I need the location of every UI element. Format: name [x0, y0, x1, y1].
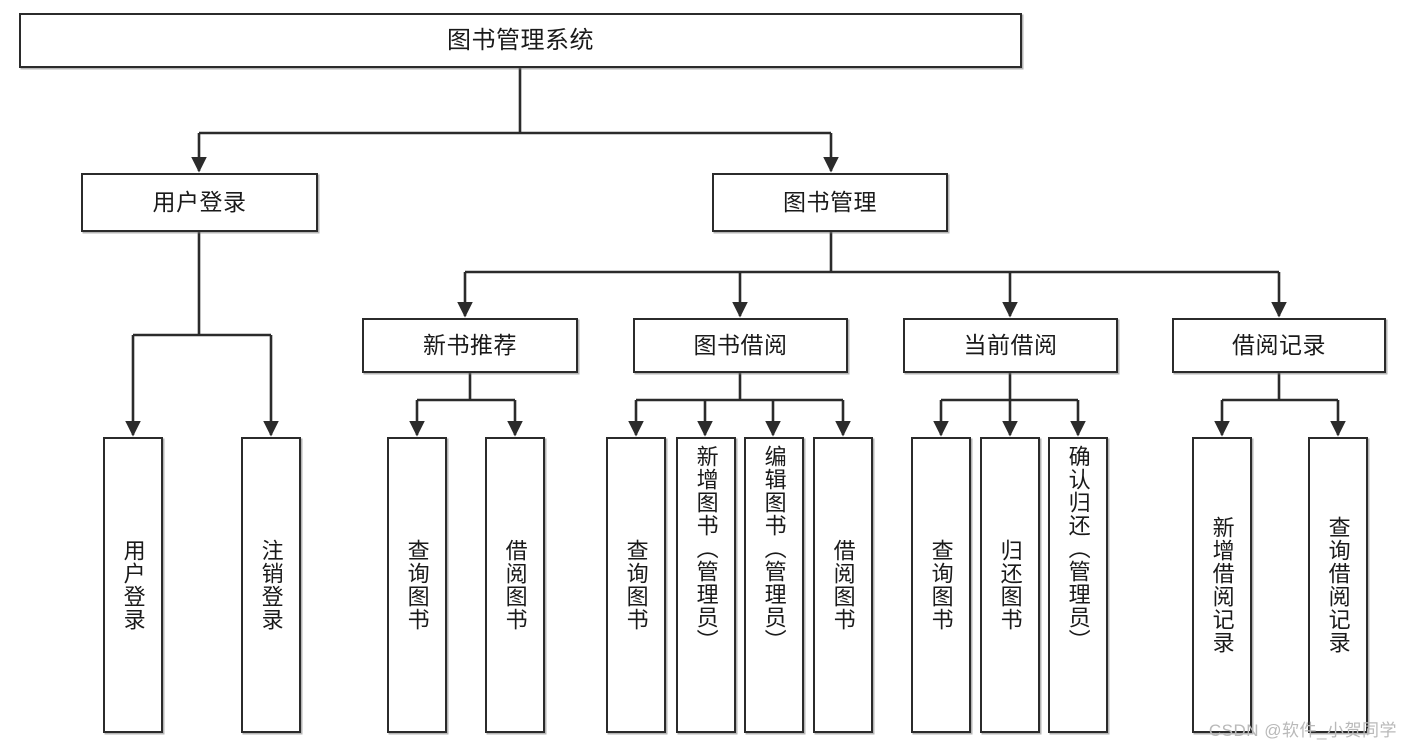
node-user-login[interactable]: 用户登录: [81, 173, 318, 232]
node-label: 注销登录: [258, 539, 284, 631]
node-new-book-recommendation[interactable]: 新书推荐: [362, 318, 578, 373]
node-root-book-management-system[interactable]: 图书管理系统: [19, 13, 1022, 68]
node-label: 确认归还（管理员）: [1065, 445, 1091, 652]
csdn-watermark: CSDN @软件_小贺同学: [1208, 721, 1397, 740]
leaf-borrow-record-add-record[interactable]: 新增借阅记录: [1192, 437, 1252, 733]
node-label: 查询借阅记录: [1325, 516, 1351, 654]
node-label: 借阅记录: [1232, 332, 1326, 359]
node-current-borrowing[interactable]: 当前借阅: [903, 318, 1118, 373]
leaf-current-borrow-query-book[interactable]: 查询图书: [911, 437, 971, 733]
node-label: 查询图书: [928, 539, 954, 631]
leaf-book-borrow-borrow-book[interactable]: 借阅图书: [813, 437, 873, 733]
node-label: 图书管理: [783, 189, 877, 216]
leaf-new-book-query-book[interactable]: 查询图书: [387, 437, 447, 733]
leaf-borrow-record-query-record[interactable]: 查询借阅记录: [1308, 437, 1368, 733]
node-book-management[interactable]: 图书管理: [712, 173, 948, 232]
node-label: 新增借阅记录: [1209, 516, 1235, 654]
leaf-new-book-borrow-book[interactable]: 借阅图书: [485, 437, 545, 733]
node-label: 借阅图书: [830, 539, 856, 631]
node-label: 编辑图书（管理员）: [761, 445, 787, 652]
node-label: 查询图书: [623, 539, 649, 631]
node-label: 用户登录: [152, 189, 247, 216]
leaf-user-login-logout[interactable]: 注销登录: [241, 437, 301, 733]
leaf-book-borrow-edit-book-admin[interactable]: 编辑图书（管理员）: [744, 437, 804, 733]
node-borrowing-records[interactable]: 借阅记录: [1172, 318, 1386, 373]
node-label: 图书管理系统: [447, 26, 594, 54]
node-label: 新增图书（管理员）: [693, 445, 719, 652]
node-label: 当前借阅: [963, 332, 1058, 359]
node-label: 用户登录: [120, 539, 146, 631]
leaf-user-login-login[interactable]: 用户登录: [103, 437, 163, 733]
node-label: 新书推荐: [423, 332, 517, 359]
node-label: 图书借阅: [693, 332, 788, 359]
node-label: 归还图书: [997, 539, 1023, 631]
leaf-book-borrow-add-book-admin[interactable]: 新增图书（管理员）: [676, 437, 736, 733]
node-label: 查询图书: [404, 539, 430, 631]
leaf-current-borrow-confirm-return-admin[interactable]: 确认归还（管理员）: [1048, 437, 1108, 733]
node-book-borrowing[interactable]: 图书借阅: [633, 318, 848, 373]
leaf-book-borrow-query-book[interactable]: 查询图书: [606, 437, 666, 733]
leaf-current-borrow-return-book[interactable]: 归还图书: [980, 437, 1040, 733]
node-label: 借阅图书: [502, 539, 528, 631]
